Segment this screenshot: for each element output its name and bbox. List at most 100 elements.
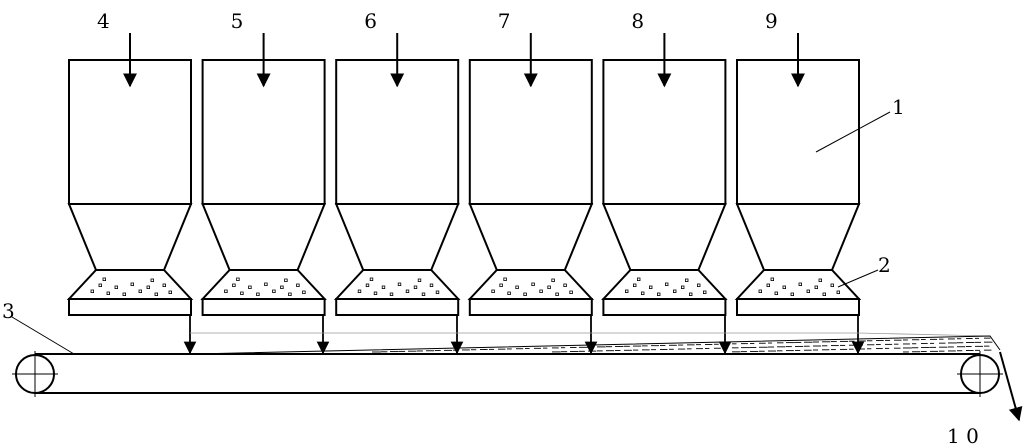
granule — [507, 291, 511, 295]
granule — [122, 292, 126, 296]
granule — [146, 285, 150, 289]
granule — [106, 291, 110, 295]
granule — [154, 292, 158, 296]
hopper-feed-label: 8 — [631, 9, 644, 33]
granule — [814, 285, 818, 289]
granule — [657, 292, 661, 296]
discharge-arrow — [999, 351, 1023, 422]
granule — [168, 290, 172, 294]
granule — [296, 283, 300, 287]
label-conveyor: 3 — [2, 299, 15, 323]
feeder-granules — [90, 277, 172, 296]
hopper-cone — [735, 203, 861, 271]
hopper-feed-label: 5 — [231, 9, 244, 33]
feeder-tray — [736, 298, 860, 316]
granule — [649, 285, 653, 289]
granule — [248, 285, 252, 289]
hopper-cone — [468, 203, 594, 271]
feeder-tray — [201, 298, 326, 316]
granule — [641, 291, 645, 295]
granule — [806, 289, 810, 293]
granule — [547, 285, 551, 289]
granule — [703, 290, 707, 294]
granule — [774, 291, 778, 295]
granule — [836, 290, 840, 294]
feeder-tray — [335, 298, 460, 316]
leader-line-conveyor — [11, 316, 75, 355]
hopper-3: 6 — [333, 9, 461, 316]
hopper-feed-label: 7 — [498, 9, 511, 33]
granule — [499, 283, 503, 287]
granule — [555, 292, 559, 296]
granule — [130, 282, 134, 286]
granule — [770, 277, 774, 281]
feeder-tray — [68, 298, 192, 316]
label-feeder: 2 — [878, 253, 891, 277]
granule — [523, 292, 527, 296]
granule — [685, 278, 689, 282]
feeder-housing — [200, 269, 327, 300]
label-discharge: 1 0 — [947, 424, 979, 448]
feeder-housing — [333, 269, 461, 300]
hopper-1: 4 — [66, 9, 194, 316]
granule — [232, 283, 236, 287]
granule — [240, 291, 244, 295]
granule — [515, 285, 519, 289]
feeder-granules — [224, 277, 306, 296]
granule — [830, 283, 834, 287]
granule — [637, 277, 641, 281]
hopper-feed-label: 6 — [364, 9, 377, 33]
granule — [405, 289, 410, 293]
belt-conveyor — [12, 351, 1003, 397]
hopper-4: 7 — [467, 9, 595, 316]
granule — [389, 292, 394, 296]
granule — [782, 285, 786, 289]
granule — [150, 278, 154, 282]
granule — [435, 290, 440, 294]
granule — [284, 278, 288, 282]
granule — [689, 292, 693, 296]
granule — [569, 290, 573, 294]
granule — [288, 292, 292, 296]
granule — [236, 277, 240, 281]
granule — [357, 289, 362, 293]
feeder-housing — [66, 269, 194, 300]
granule — [397, 282, 402, 286]
feeder-granules — [357, 277, 440, 296]
granule — [417, 278, 422, 282]
granule — [381, 285, 386, 289]
hopper-2: 5 — [200, 9, 327, 316]
granule — [822, 292, 826, 296]
granule — [373, 291, 378, 295]
feeder-tray — [468, 298, 593, 316]
feeder-granules — [491, 277, 573, 296]
hopper-feed-label: 4 — [97, 9, 110, 33]
feeder-tray — [602, 298, 727, 316]
granule — [697, 283, 701, 287]
hopper-6: 9 — [734, 9, 862, 316]
hopper-row: 4 5 6 7 8 9 — [66, 9, 862, 316]
hopper-cone — [67, 203, 193, 271]
hopper-feed-label: 9 — [765, 9, 778, 33]
granule — [633, 283, 637, 287]
hopper-cone — [601, 203, 727, 271]
granule — [531, 282, 535, 286]
granule — [256, 292, 260, 296]
feeder-granules — [758, 277, 840, 296]
granule — [102, 277, 106, 281]
feeder-housing — [601, 269, 728, 300]
granule — [665, 282, 669, 286]
granule — [758, 289, 762, 293]
granule — [413, 285, 418, 289]
granule — [98, 283, 102, 287]
material-layer — [194, 335, 1001, 355]
granule — [272, 289, 276, 293]
granule — [539, 289, 543, 293]
granule — [114, 285, 118, 289]
hopper-cone — [334, 203, 460, 271]
feeder-housing — [734, 269, 862, 300]
granule — [766, 283, 770, 287]
feeder-housing — [467, 269, 595, 300]
granule — [625, 289, 629, 293]
granule — [563, 283, 567, 287]
